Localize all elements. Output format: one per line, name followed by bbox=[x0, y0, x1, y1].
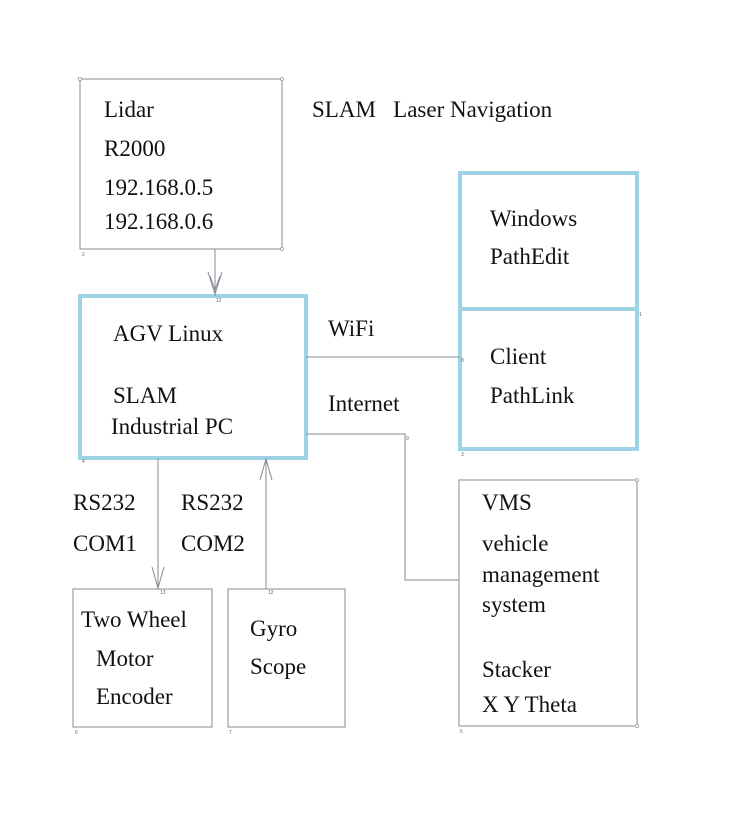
vms-box bbox=[458, 479, 638, 727]
gyro-line-scope: Scope bbox=[250, 654, 306, 679]
vms-tag: 5 bbox=[460, 729, 463, 735]
lidar-ip-1: 192.168.0.5 bbox=[104, 175, 213, 200]
agv-box bbox=[78, 294, 308, 460]
gyro-node: Gyro Scope 7 bbox=[227, 588, 346, 736]
client-title: Client bbox=[490, 344, 547, 369]
motor-title: Two Wheel bbox=[81, 607, 187, 632]
vms-line-xytheta: X Y Theta bbox=[482, 692, 577, 717]
motor-box bbox=[72, 588, 213, 728]
gyro-tag: 7 bbox=[229, 730, 232, 736]
lidar-box bbox=[79, 78, 283, 250]
vms-line-management: management bbox=[482, 562, 600, 587]
corner-dot bbox=[78, 77, 83, 82]
internet-label: Internet bbox=[328, 391, 400, 416]
windows-title: Windows bbox=[490, 206, 577, 231]
com2-protocol-label: RS232 bbox=[181, 490, 244, 515]
wifi-tag: 8 bbox=[461, 358, 464, 364]
corner-dot bbox=[635, 724, 640, 729]
com2-port-label: COM2 bbox=[181, 531, 245, 556]
gyro-box bbox=[227, 588, 346, 728]
motor-tag: 6 bbox=[75, 730, 78, 736]
client-app: PathLink bbox=[490, 383, 575, 408]
arrow-head bbox=[259, 457, 273, 481]
lidar-label: Lidar bbox=[104, 97, 154, 122]
com2-tag: 12 bbox=[268, 590, 274, 596]
lidar-tag: 2 bbox=[82, 252, 85, 258]
vms-line-stacker: Stacker bbox=[482, 657, 551, 682]
lidar-node: Lidar R2000 192.168.0.5 192.168.0.6 2 bbox=[78, 77, 284, 258]
lidar-ip-2: 192.168.0.6 bbox=[104, 209, 213, 234]
corner-dot bbox=[635, 477, 640, 482]
motor-line-motor: Motor bbox=[96, 646, 154, 671]
lidar-model: R2000 bbox=[104, 136, 165, 161]
agv-vms-connector: Internet 9 bbox=[306, 391, 459, 581]
client-node: Client PathLink 3 bbox=[458, 307, 639, 458]
arrow-head bbox=[151, 566, 165, 590]
vms-node: VMS vehicle management system Stacker X … bbox=[458, 477, 640, 735]
com1-tag: 13 bbox=[160, 590, 166, 596]
lidar-agv-connector: 12 bbox=[207, 249, 223, 304]
vms-line-system: system bbox=[482, 592, 546, 617]
motor-node: Two Wheel Motor Encoder 6 bbox=[72, 588, 213, 736]
com1-port-label: COM1 bbox=[73, 531, 137, 556]
diagram-title: SLAM Laser Navigation bbox=[312, 97, 553, 122]
agv-title: AGV Linux bbox=[113, 321, 224, 346]
motor-line-encoder: Encoder bbox=[96, 684, 173, 709]
com1-protocol-label: RS232 bbox=[73, 490, 136, 515]
connector-line bbox=[306, 433, 459, 581]
lidar-agv-tag: 12 bbox=[216, 298, 222, 304]
agv-industrial-pc: Industrial PC bbox=[111, 414, 233, 439]
vms-title: VMS bbox=[482, 490, 532, 515]
windows-tag: 1 bbox=[639, 312, 642, 318]
client-tag: 3 bbox=[461, 452, 464, 458]
agv-slam: SLAM bbox=[113, 383, 177, 408]
arrow-head bbox=[207, 271, 223, 296]
agv-node: AGV Linux SLAM Industrial PC 4 bbox=[78, 294, 308, 465]
internet-tag: 9 bbox=[406, 436, 409, 442]
corner-dot bbox=[279, 77, 284, 82]
vms-line-vehicle: vehicle bbox=[482, 531, 548, 556]
wifi-label: WiFi bbox=[328, 316, 374, 341]
arrow-head bbox=[209, 275, 221, 292]
agv-motor-connector: RS232 COM1 13 bbox=[73, 458, 166, 596]
gyro-agv-connector: RS232 COM2 12 bbox=[181, 457, 274, 596]
windows-node: Windows PathEdit 1 bbox=[458, 171, 642, 318]
gyro-title: Gyro bbox=[250, 616, 297, 641]
agv-tag: 4 bbox=[82, 459, 85, 465]
agv-client-connector: WiFi 8 bbox=[306, 316, 464, 364]
windows-box bbox=[458, 171, 639, 311]
windows-app: PathEdit bbox=[490, 244, 570, 269]
client-box bbox=[458, 307, 639, 451]
corner-dot bbox=[279, 246, 284, 251]
